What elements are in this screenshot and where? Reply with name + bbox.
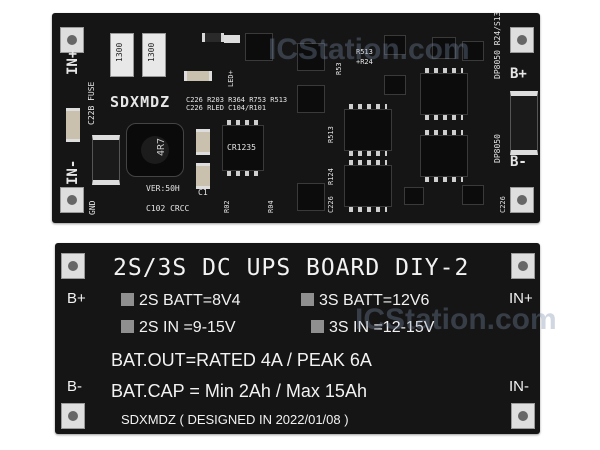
solder-jumper-3s-batt [301,293,314,306]
spec-3s-in: 3S IN =12-15V [311,320,434,336]
pcb-top-side: IN+ IN- C22B FUSE GND 1300 1300 SDXMDZ L… [52,11,540,223]
mosfet-1 [344,104,392,156]
sot-transistor [245,33,273,61]
mosfet-4 [420,130,468,182]
chip-1300-left: 1300 [110,33,134,77]
solder-jumper-2s-in [121,320,134,333]
sot-transistor-3 [297,85,325,113]
pcb-bottom-side: 2S/3S DC UPS BOARD DIY-2 B+ B- IN+ IN- 2… [55,243,557,434]
label-dp8050-bot: DP8050 [493,134,502,163]
sot-transistor-2 [297,43,325,71]
solder-jumper-3s-in [311,320,324,333]
spec-3s-batt: 3S BATT=12V6 [301,293,429,309]
spec-2s-batt: 2S BATT=8V4 [121,293,241,309]
sot-small-3 [432,37,456,59]
chip-1300-right: 1300 [142,33,166,77]
label-c226c: C226 [499,196,507,213]
sot-small-2 [384,75,406,95]
mosfet-3 [420,68,468,120]
label-ver: VER:50H [146,184,180,193]
sot-small-5 [404,187,424,205]
pad-b-plus [510,27,534,53]
label-r513b: R513 [327,126,335,143]
label-r513: R513 [356,48,373,56]
smd-resistor [202,33,224,42]
ic-cr1235: CR1235 [222,120,264,176]
label-r124: R124 [327,168,335,185]
schottky-diode-right [510,91,538,155]
brand-label: SDXMDZ [110,93,171,111]
label-r24: +R24 [356,58,373,66]
spec-2s-in: 2S IN =9-15V [121,320,236,336]
designed-note: SDXMDZ ( DESIGNED IN 2022/01/08 ) [121,412,349,427]
label-c226-r203: C226 R203 R364 R753 R513 [186,96,288,104]
sot-small-6 [462,185,484,205]
sot-small-1 [384,35,406,55]
pad-b-plus-bottom [61,253,85,279]
label-c22b-fuse: C22B FUSE [87,81,96,125]
label-in-minus: IN- [65,159,81,185]
pad-in-minus [60,187,84,213]
pad-b-minus-bottom [61,403,85,429]
label-gnd: GND [88,200,97,215]
label-in-plus-bottom: IN+ [509,290,533,307]
sot-small-4 [462,41,484,61]
label-in-minus-bottom: IN- [509,378,529,395]
board-title: 2S/3S DC UPS BOARD DIY-2 [113,255,470,281]
label-led-plus: LED+ [227,70,235,87]
label-b-plus-bottom: B+ [67,290,86,307]
watermark-top: ICStation.com [268,33,470,66]
label-r02: R02 [223,200,231,213]
smd-led [224,35,240,43]
label-c226b: C226 [327,196,335,213]
solder-jumper-2s-batt [121,293,134,306]
smd-cap-2 [196,129,210,155]
label-dp8050-top: DP8050 R24/S13 [493,11,502,79]
label-r04: R04 [267,200,275,213]
power-inductor: 4R7 [126,123,184,177]
pad-in-minus-bottom [511,403,535,429]
label-c226-rled: C226 RLED C104/R101 [186,104,267,112]
label-b-minus: B- [510,154,527,170]
label-b-minus-bottom: B- [67,378,82,395]
label-in-plus: IN+ [65,49,81,75]
sot-transistor-4 [297,183,325,211]
pad-in-plus-bottom [511,253,535,279]
label-c1: C1 [198,188,208,197]
label-c102: C102 CRCC [146,204,190,213]
spec-bat-out: BAT.OUT=RATED 4A / PEAK 6A [111,350,372,370]
fuse-component [66,108,80,142]
smd-cap-3 [196,163,210,189]
watermark-bottom: ICStation.com [355,303,557,336]
schottky-diode [92,135,120,185]
spec-bat-cap: BAT.CAP = Min 2Ah / Max 15Ah [111,381,367,401]
pad-b-minus [510,187,534,213]
mosfet-2 [344,160,392,212]
pad-in-plus [60,27,84,53]
label-b-plus: B+ [510,66,527,82]
smd-cap [184,71,212,81]
